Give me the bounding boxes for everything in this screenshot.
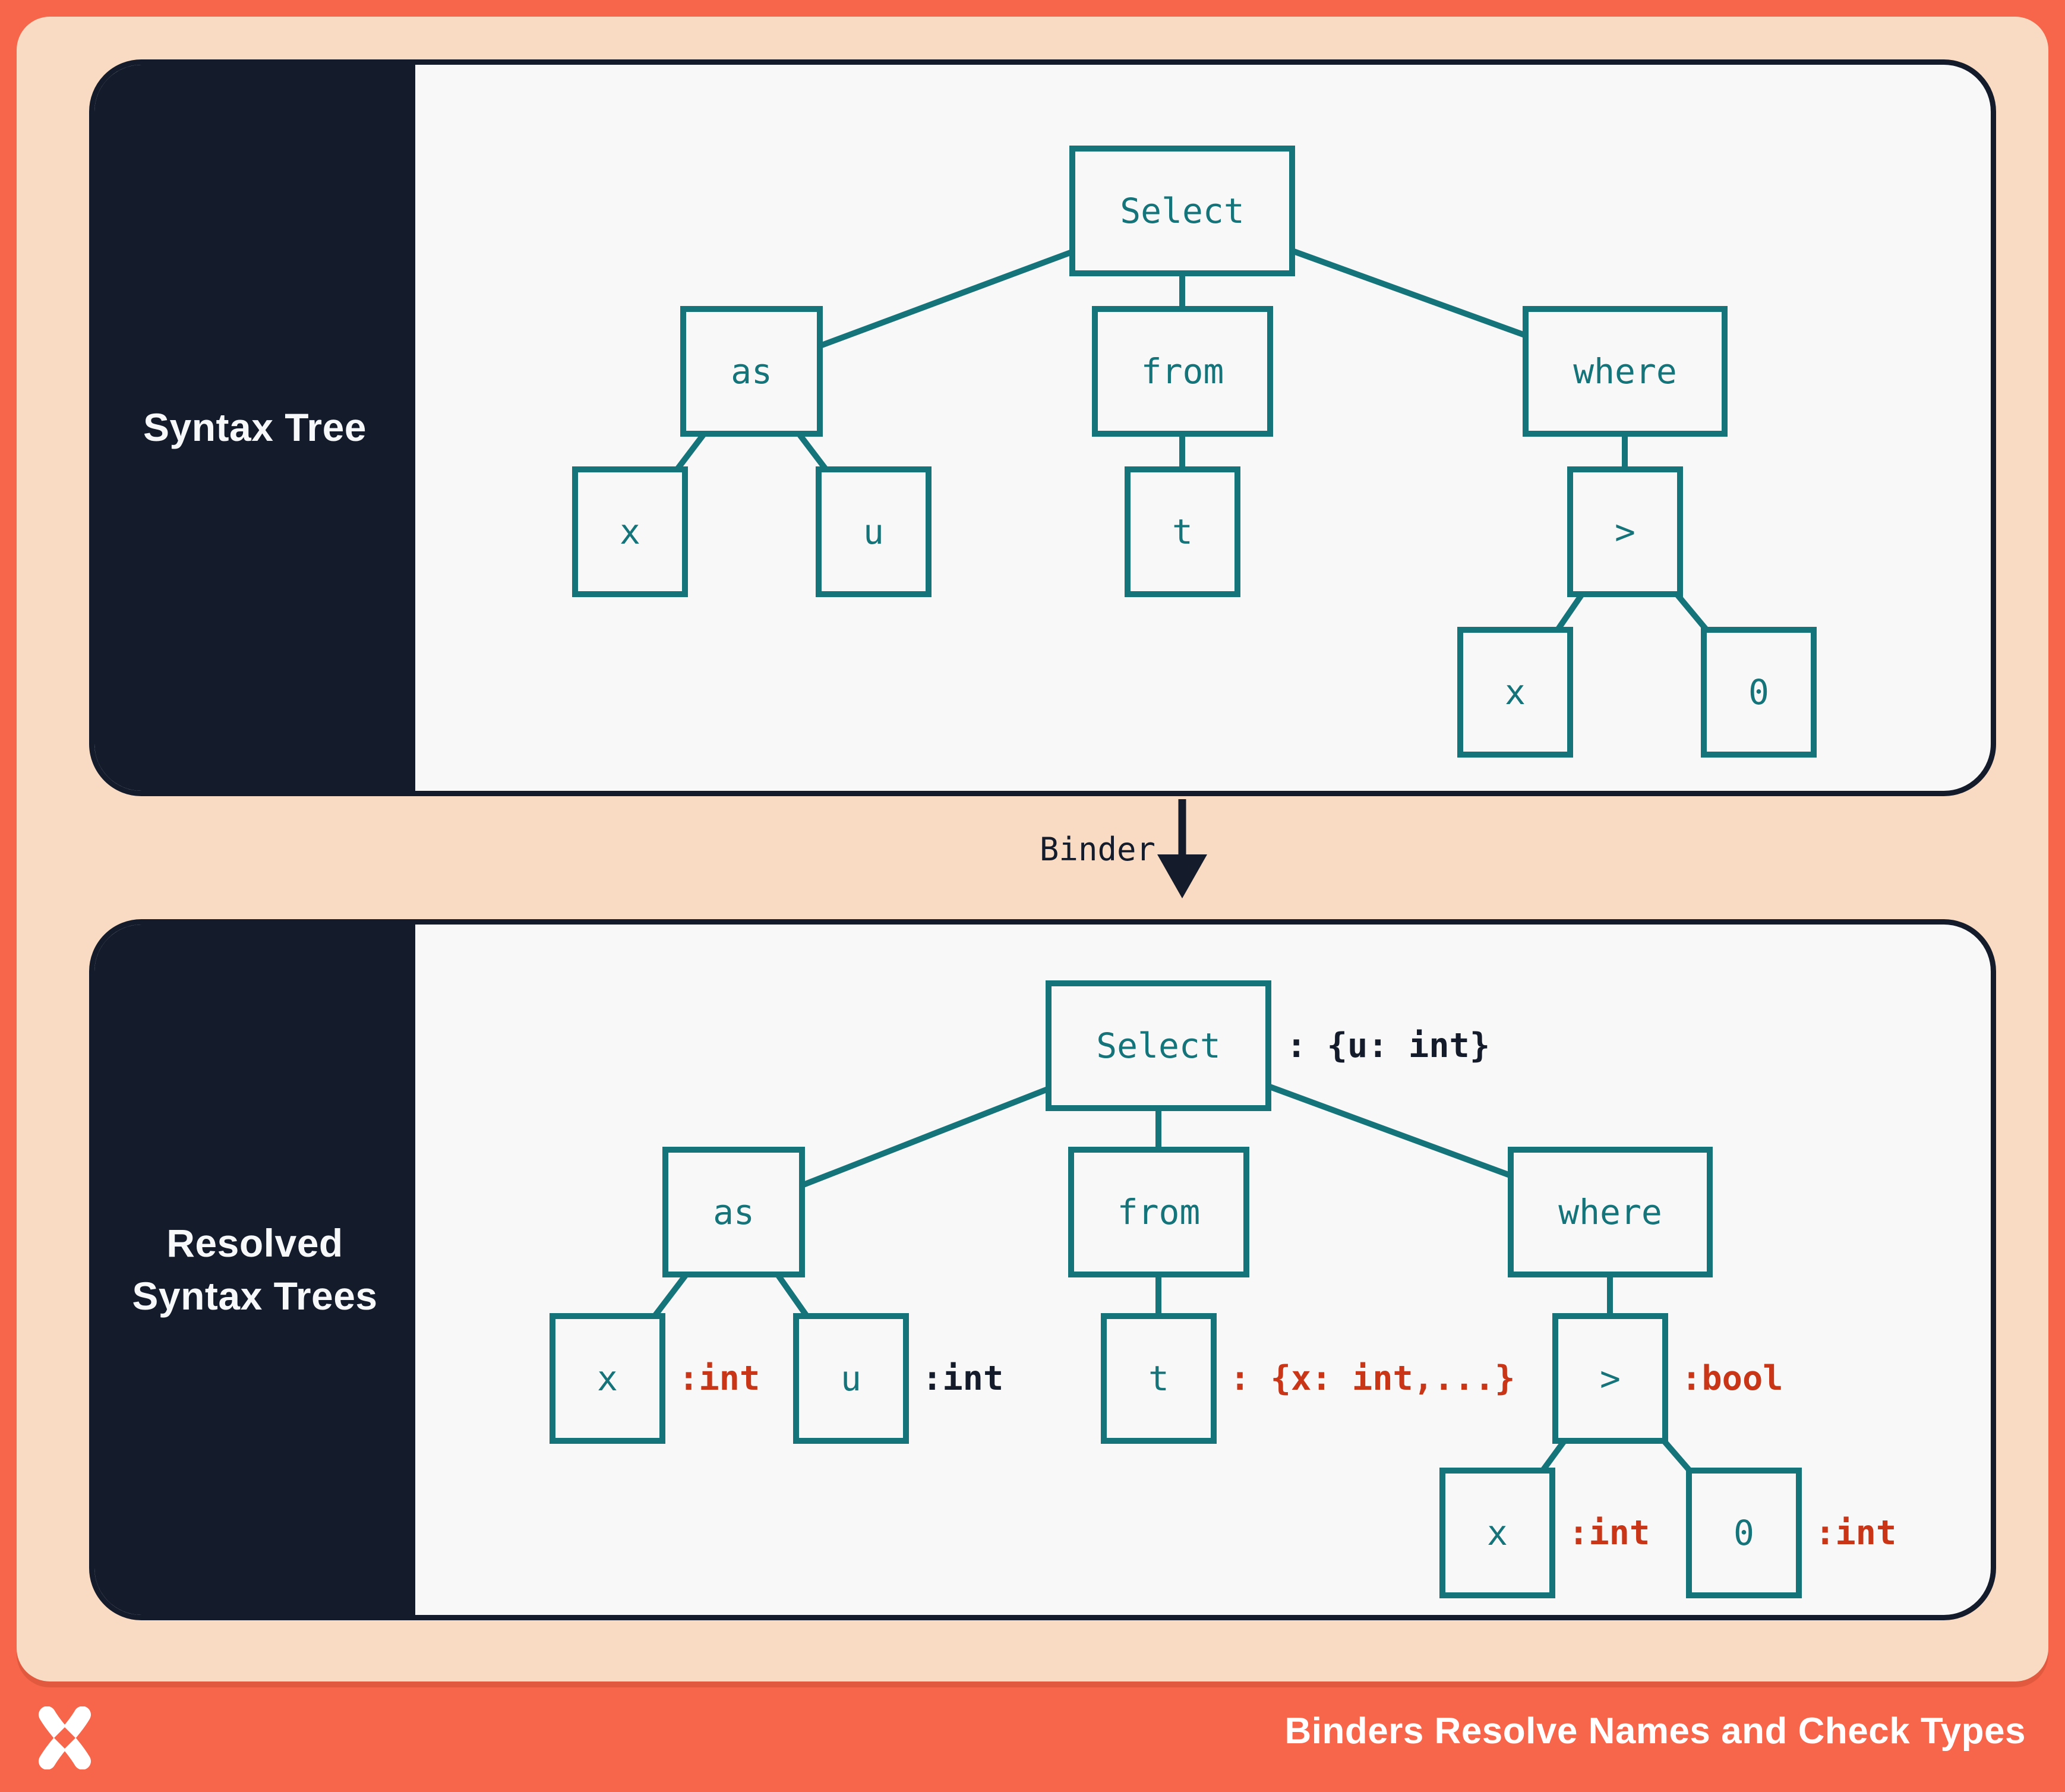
resolved-panel-sidebar: Resolved Syntax Trees <box>94 925 415 1615</box>
resolved-node-gt: > <box>1552 1313 1668 1444</box>
resolved-node-t-label: t <box>1148 1358 1169 1399</box>
resolved-node-select: Select <box>1046 980 1271 1111</box>
resolved-node-select-label: Select <box>1096 1026 1221 1066</box>
type-annotation-t: : {x: int,...} <box>1230 1359 1515 1398</box>
tree-node-zero: 0 <box>1701 627 1817 758</box>
tree-node-t: t <box>1125 466 1240 597</box>
top-tree-edges <box>627 208 1761 695</box>
bottom-tree-edges <box>605 1043 1746 1535</box>
syntax-tree-panel-sidebar: Syntax Tree <box>94 65 415 791</box>
tree-node-u-label: u <box>863 512 884 552</box>
resolved-node-as: as <box>662 1147 805 1277</box>
resolved-node-where-label: where <box>1558 1192 1662 1232</box>
type-annotation-x: :int <box>678 1359 760 1398</box>
resolved-node-t: t <box>1101 1313 1217 1444</box>
resolved-node-as-label: as <box>713 1192 754 1232</box>
resolved-node-x2: x <box>1439 1468 1555 1598</box>
syntax-tree-panel-title: Syntax Tree <box>143 405 367 450</box>
resolved-node-x: x <box>550 1313 665 1444</box>
tree-node-select-label: Select <box>1120 191 1245 231</box>
tree-node-x-label: x <box>620 512 640 552</box>
resolved-node-u: u <box>793 1313 909 1444</box>
tree-node-as-label: as <box>731 351 772 392</box>
resolved-node-u-label: u <box>841 1358 861 1399</box>
resolved-node-where: where <box>1508 1147 1713 1277</box>
resolved-node-from: from <box>1068 1147 1249 1277</box>
tree-node-gt: > <box>1567 466 1683 597</box>
tree-node-u: u <box>816 466 932 597</box>
resolved-node-x-label: x <box>597 1358 618 1399</box>
tree-node-x2: x <box>1457 627 1573 758</box>
tree-node-x2-label: x <box>1505 672 1526 712</box>
type-annotation-select: : {u: int} <box>1286 1026 1491 1065</box>
tree-node-gt-label: > <box>1615 512 1635 552</box>
binder-arrow-label: Binder <box>1039 831 1155 868</box>
tree-node-where: where <box>1523 306 1728 437</box>
type-annotation-u: :int <box>922 1359 1004 1398</box>
binder-arrow <box>1157 799 1207 898</box>
pinwheel-x-logo-icon <box>39 1706 91 1769</box>
type-annotation-gt: :bool <box>1681 1359 1783 1398</box>
resolved-panel-title-line1: Resolved <box>166 1220 343 1265</box>
resolved-node-x2-label: x <box>1487 1513 1508 1553</box>
tree-node-as: as <box>680 306 823 437</box>
resolved-panel-title: Resolved Syntax Trees <box>132 1217 377 1323</box>
resolved-panel-title-line2: Syntax Trees <box>132 1274 378 1318</box>
resolved-node-zero-label: 0 <box>1734 1513 1754 1553</box>
tree-node-from: from <box>1092 306 1273 437</box>
footer-title: Binders Resolve Names and Check Types <box>1284 1711 2026 1752</box>
tree-node-t-label: t <box>1172 512 1193 552</box>
type-annotation-x2: :int <box>1568 1513 1650 1553</box>
resolved-node-zero: 0 <box>1686 1468 1802 1598</box>
tree-node-from-label: from <box>1141 351 1224 392</box>
resolved-syntax-trees-panel: Resolved Syntax Trees <box>89 919 1996 1620</box>
tree-node-where-label: where <box>1573 351 1677 392</box>
resolved-node-gt-label: > <box>1600 1358 1621 1399</box>
type-annotation-zero: :int <box>1815 1513 1897 1553</box>
tree-node-x: x <box>572 466 688 597</box>
tree-node-select: Select <box>1069 146 1295 276</box>
tree-node-zero-label: 0 <box>1748 672 1769 712</box>
resolved-node-from-label: from <box>1117 1192 1201 1232</box>
